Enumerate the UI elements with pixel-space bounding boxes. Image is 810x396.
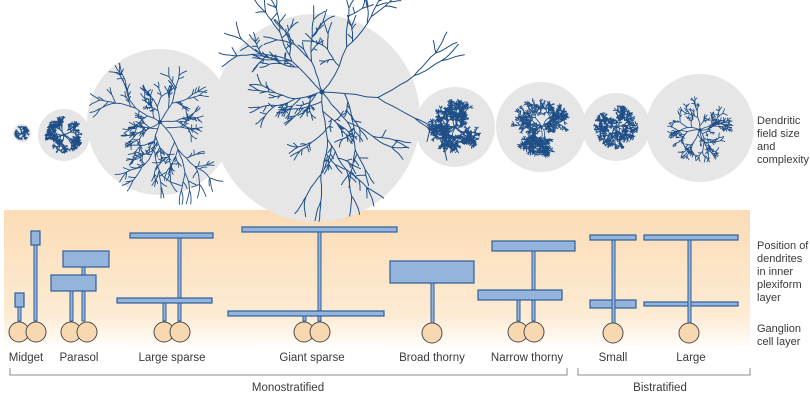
side-label-line: plexiform [757, 279, 802, 291]
narrow-thorny-axon [532, 251, 535, 321]
midget-axon [18, 307, 21, 321]
bistratified-brace [578, 368, 750, 375]
large-sparse-cell-body [158, 120, 162, 124]
giant-sparse-dendrite-bar [228, 311, 384, 316]
parasol-soma [77, 322, 97, 342]
dendritic-fields [13, 14, 754, 222]
cell-label-small: Small [599, 352, 628, 364]
small-dendrite-bar [590, 235, 636, 240]
side-label-line: Position of [757, 240, 809, 252]
giant-sparse-cell-body [320, 90, 325, 95]
cell-type-labels: Midget Parasol Large sparse Giant sparse… [9, 352, 706, 364]
large-sparse-axon [178, 238, 181, 321]
small-soma [603, 323, 623, 343]
side-label-ganglion-layer: Ganglion cell layer [757, 323, 801, 348]
monostratified-brace [10, 368, 567, 375]
cell-label-narrow-thorny: Narrow thorny [491, 352, 563, 364]
narrow-thorny-dendrite-bar [492, 241, 575, 251]
broad-thorny-soma [422, 323, 442, 343]
narrow-thorny-cell-body [539, 125, 543, 129]
side-label-dendrite-position: Position of dendrites in inner plexiform… [757, 240, 809, 304]
small-axon [612, 240, 615, 323]
midget-cell-body [21, 132, 23, 134]
cell-label-large: Large [676, 352, 705, 364]
midget-dendrite-bar [15, 293, 24, 307]
large-sparse-axon [163, 303, 166, 321]
large-bistratified-cell-body [698, 128, 702, 132]
cell-label-midget: Midget [9, 352, 44, 364]
side-label-line: dendrites [757, 253, 803, 265]
midget-soma [26, 322, 46, 342]
cell-label-parasol: Parasol [60, 352, 99, 364]
cell-label-giant-sparse: Giant sparse [279, 352, 344, 364]
group-label-monostratified: Monostratified [252, 382, 324, 394]
broad-thorny-axon [431, 283, 434, 323]
giant-sparse-axon [303, 316, 306, 321]
large-axon [688, 240, 691, 323]
narrow-thorny-soma [524, 322, 544, 342]
large-sparse-dendrite-bar [130, 233, 213, 238]
large-dendrite-bar [644, 235, 738, 240]
side-label-line: Dendritic [757, 115, 801, 127]
small-bistratified-cell-body [614, 125, 617, 128]
large-sparse-soma [170, 322, 190, 342]
side-label-line: in inner [757, 266, 793, 278]
midget-axon [34, 245, 37, 321]
parasol-dendrite-bar [51, 275, 96, 291]
side-label-line: layer [757, 292, 781, 304]
cell-label-broad-thorny: Broad thorny [399, 352, 465, 364]
side-label-line: complexity [757, 154, 809, 166]
large-soma [679, 323, 699, 343]
parasol-axon [70, 291, 73, 321]
midget-dendrite-bar [31, 231, 40, 245]
parasol-dendrite-bar [63, 251, 109, 267]
side-label-dendritic-field: Dendritic field size and complexity [757, 115, 809, 166]
side-label-line: and [757, 141, 775, 153]
broad-thorny-cell-body [453, 125, 457, 129]
side-label-line: Ganglion [757, 323, 801, 335]
side-label-line: field size [757, 128, 800, 140]
giant-sparse-dendrite-bar [242, 227, 397, 232]
cell-label-large-sparse: Large sparse [138, 352, 205, 364]
parasol-cell-body [63, 134, 66, 137]
group-label-bistratified: Bistratified [633, 382, 687, 394]
large-sparse-dendrite-bar [117, 298, 212, 303]
narrow-thorny-axon [517, 300, 520, 321]
narrow-thorny-dendrite-bar [478, 290, 562, 300]
broad-thorny-dendrite-bar [390, 261, 474, 283]
giant-sparse-axon [318, 232, 321, 321]
giant-sparse-soma [310, 322, 330, 342]
side-label-line: cell layer [757, 336, 801, 348]
